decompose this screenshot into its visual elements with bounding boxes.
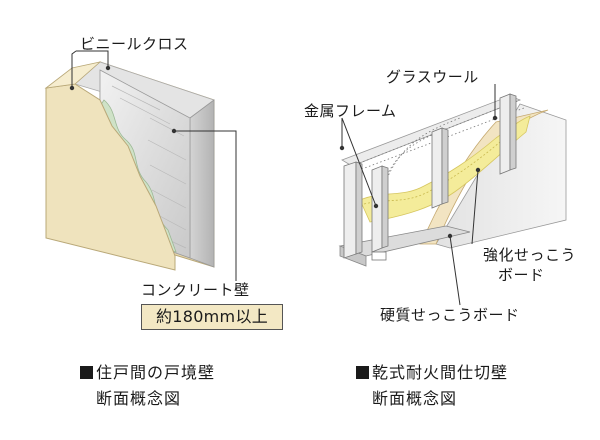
front-wallpaper-panel <box>45 83 176 271</box>
caption-right-line1: 乾式耐火間仕切壁 <box>372 363 509 382</box>
concrete-texture <box>111 85 187 249</box>
reinforced-leader-dot <box>475 167 481 173</box>
glasswool-leader-dot <box>492 115 498 121</box>
label-reinforced-board-line2: ボード <box>498 266 545 284</box>
caption-right-bullet-icon <box>356 366 369 379</box>
vinyl-leader-lines <box>71 50 109 88</box>
partition-wall-illustration <box>338 84 567 306</box>
label-concrete-wall: コンクリート壁 <box>141 281 250 299</box>
metal-studs <box>343 93 517 259</box>
frame-leader-dot-1 <box>339 145 345 151</box>
concrete-wall-illustration <box>44 50 237 281</box>
hard-board-leader-dot <box>447 233 453 239</box>
stud-3-side <box>441 127 449 205</box>
caption-right-line2: 断面概念図 <box>372 389 458 408</box>
concrete-cut-face <box>189 99 215 268</box>
frame-leader-dot-2 <box>373 203 379 209</box>
stud-2-side <box>381 165 389 249</box>
concrete-leader-dot <box>171 128 177 134</box>
label-metal-frame: 金属フレーム <box>304 102 397 120</box>
label-vinyl-cloth: ビニールクロス <box>80 35 189 53</box>
caption-left-line1: 住戸間の戸境壁 <box>96 363 216 382</box>
stud-1 <box>343 161 357 259</box>
caption-left-line2: 断面概念図 <box>96 389 182 408</box>
label-glasswool: グラスウール <box>386 68 479 86</box>
front-wallpaper-top <box>44 61 102 89</box>
stud-1-side <box>355 161 363 255</box>
concrete-leader-line <box>174 130 237 281</box>
thickness-spec-box: 約180mm以上 <box>141 304 283 330</box>
label-hard-gypsum-board: 硬質せっこうボード <box>380 306 520 324</box>
caption-left-bullet-icon <box>80 366 93 379</box>
vinyl-leader-dot-2 <box>105 65 111 71</box>
stud-3 <box>431 127 443 209</box>
runner-detail <box>371 251 387 261</box>
partition-leader-lines <box>341 84 496 306</box>
stud-2 <box>371 165 383 253</box>
stud-4-side <box>509 93 517 171</box>
label-reinforced-board-line1: 強化せっこう <box>483 246 577 264</box>
stud-4 <box>499 93 511 175</box>
caption-right: 乾式耐火間仕切壁 断面概念図 <box>356 360 508 412</box>
hard-gypsum-board <box>435 103 567 249</box>
vinyl-leader-dot-1 <box>69 85 75 91</box>
caption-left: 住戸間の戸境壁 断面概念図 <box>80 360 215 412</box>
